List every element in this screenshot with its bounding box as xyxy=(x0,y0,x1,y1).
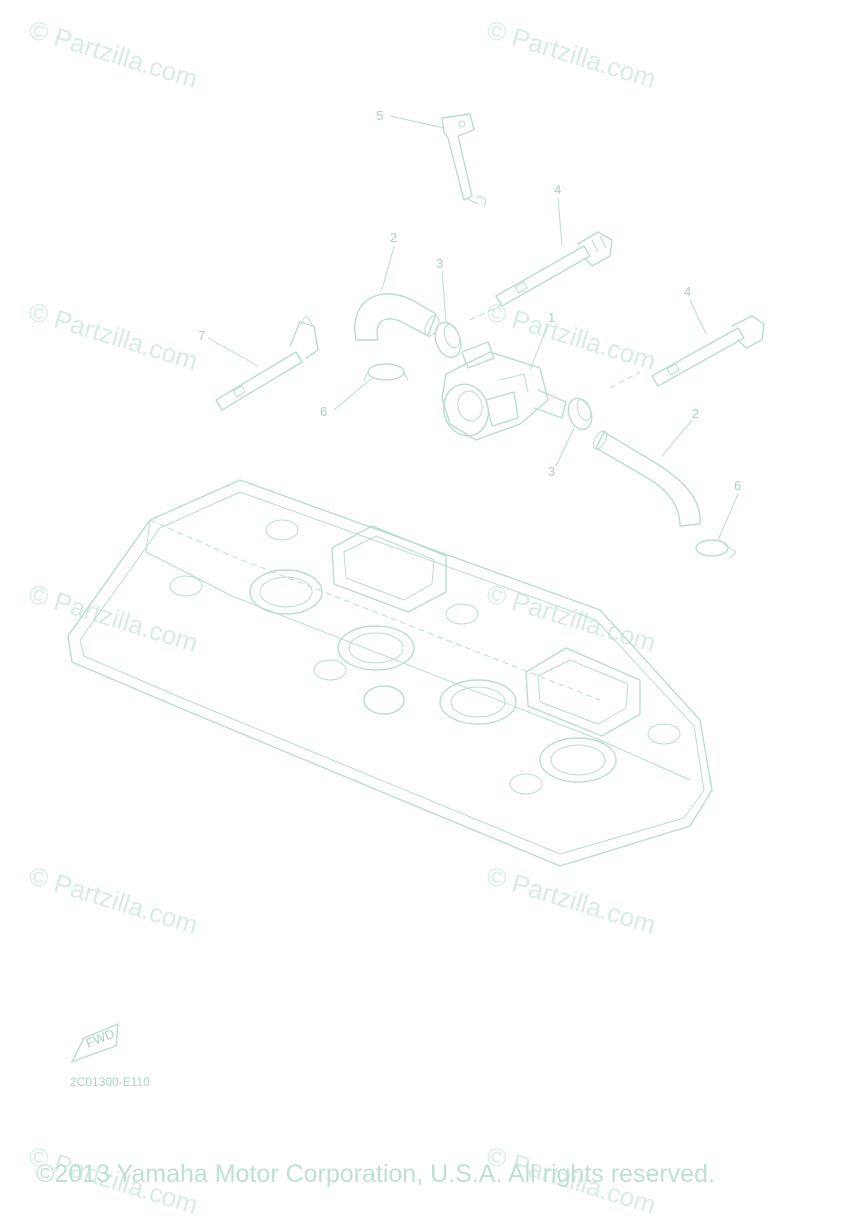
forward-arrow-icon: FWD xyxy=(71,1023,119,1063)
part-4-strip-upper xyxy=(495,231,613,307)
callout-2b: 2 xyxy=(692,406,699,421)
callout-5: 5 xyxy=(376,108,383,123)
callout-2a: 2 xyxy=(390,230,397,245)
callout-6a: 6 xyxy=(320,404,327,419)
callout-1: 1 xyxy=(548,310,555,325)
part-5-bracket xyxy=(441,113,487,207)
part-2-hose-right xyxy=(592,430,701,527)
part-7-strip xyxy=(215,315,319,411)
callout-4b: 4 xyxy=(684,284,691,299)
cylinder-head-cover xyxy=(67,479,713,867)
copyright-notice: ©2013 Yamaha Motor Corporation, U.S.A. A… xyxy=(36,1160,715,1188)
callout-7: 7 xyxy=(198,328,205,343)
part-1-air-cut-valve xyxy=(441,341,567,441)
part-4-strip-right xyxy=(651,315,765,387)
part-2-hose-left xyxy=(354,293,440,341)
callout-4a: 4 xyxy=(554,182,561,197)
part-3-clamp-left xyxy=(434,321,462,359)
part-6-clip-right xyxy=(695,539,737,559)
callout-3b: 3 xyxy=(548,464,555,479)
diagram-code: 2C01300-E110 xyxy=(70,1075,150,1089)
part-6-clip-left xyxy=(363,363,409,381)
callout-6b: 6 xyxy=(734,478,741,493)
callout-3a: 3 xyxy=(436,256,443,271)
part-3-clamp-right xyxy=(567,397,593,431)
